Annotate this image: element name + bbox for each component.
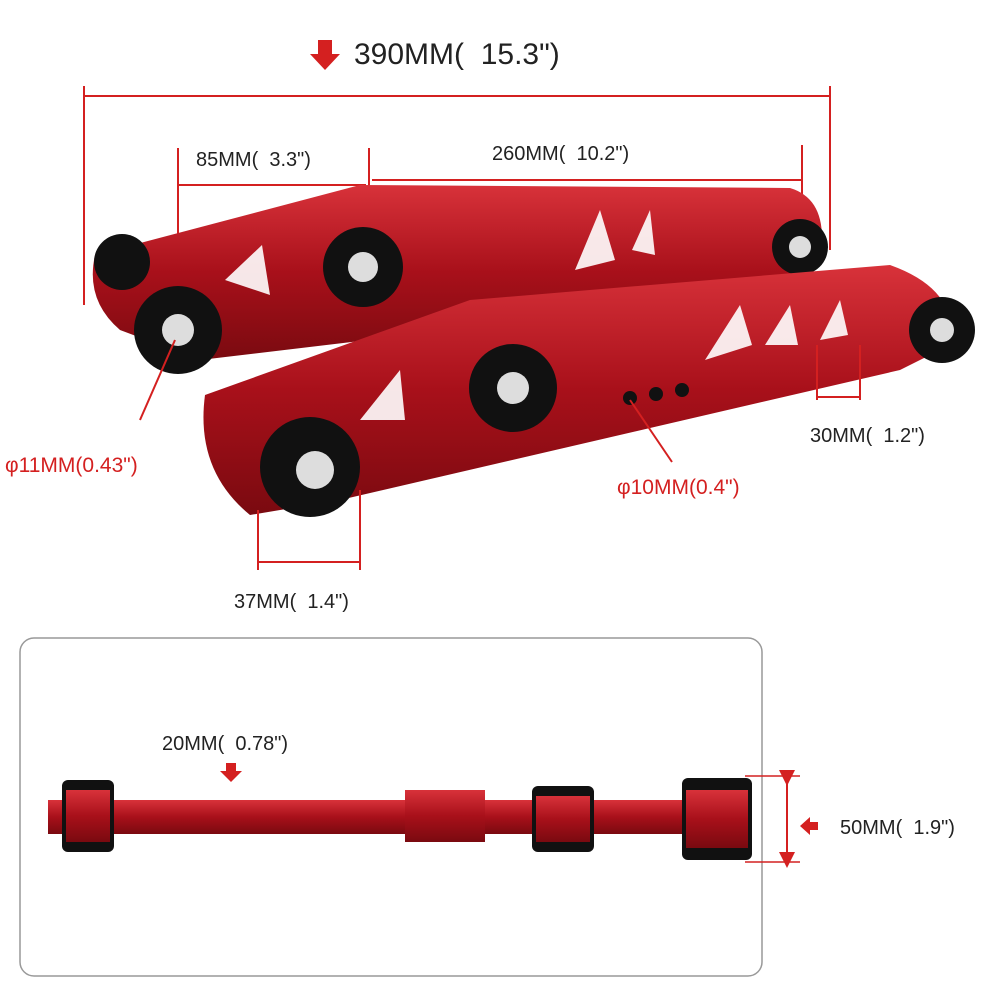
left-arrow-icon [800,817,818,835]
end-width-label: 30MM( 1.2") [810,425,925,447]
end-width-dimension: 30MM( 1.2") [810,345,925,447]
arm-thickness-label: 20MM( 0.78") [162,733,288,755]
main-span-label: 260MM( 10.2") [492,143,629,165]
down-arrow-icon [220,763,242,782]
rear-control-arm-front [134,265,975,517]
bushing-bore-label: φ11MM(0.43") [5,454,138,477]
bore-dimensions: φ11MM(0.43") φ10MM(0.4") [5,339,740,499]
inner-offset-label: 85MM( 3.3") [196,149,311,171]
bushing-height-label: 50MM( 1.9") [840,817,955,839]
overall-length-dimension: 390MM( 15.3") [83,38,831,305]
bushing-width-dimension: 37MM( 1.4") [234,490,361,613]
side-view-panel: 20MM( 0.78") 50MM( 1.9") [19,637,955,977]
rear-control-arm-back [92,185,828,360]
down-arrow-icon [310,40,340,70]
overall-length-label: 390MM( 15.3") [354,38,560,71]
bushing-width-label: 37MM( 1.4") [234,591,349,613]
adjust-holes-label: φ10MM(0.4") [617,476,740,499]
